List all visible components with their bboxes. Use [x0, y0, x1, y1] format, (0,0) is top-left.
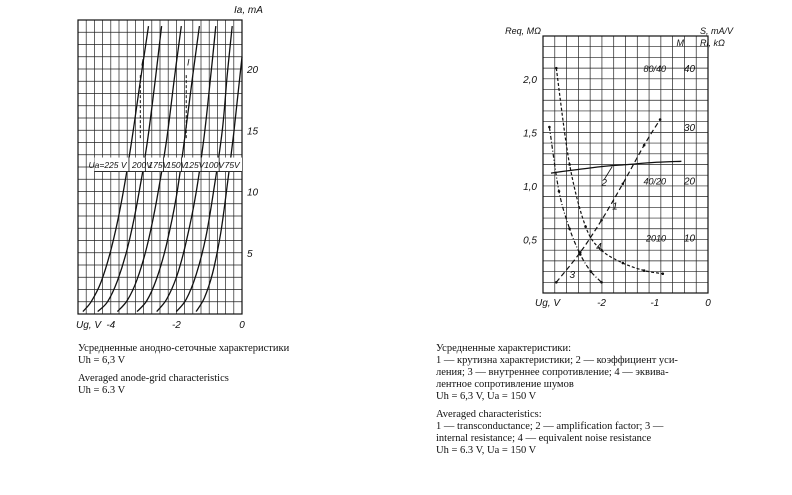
- y-axis-label: Ia, mA: [234, 5, 263, 16]
- curve-label: 150V: [166, 160, 187, 170]
- marker-label: I: [187, 57, 190, 67]
- curve-number-label: 1: [612, 201, 618, 212]
- right-tick-label: 10: [684, 233, 696, 244]
- y-tick-label: 15: [247, 126, 259, 137]
- right-tick-label: 20: [683, 177, 696, 188]
- x-tick-label: -4: [106, 320, 115, 331]
- anode-curve-2: [97, 26, 163, 313]
- left-caption-ru-title: Усредненные анодно-сеточные характеристи…: [78, 343, 290, 354]
- x-tick-label: 0: [239, 320, 245, 331]
- anode-curve-1: [82, 26, 150, 313]
- left-tick-label: 2,0: [522, 75, 537, 86]
- x-tick-label: 0: [705, 298, 711, 309]
- anode-curve-4: [136, 26, 201, 313]
- x-tick-label: -2: [597, 298, 606, 309]
- curve-point: [548, 125, 551, 129]
- averaged-curve-2: [550, 160, 682, 174]
- y-tick-label: 5: [247, 249, 253, 260]
- curve-point: [568, 227, 571, 231]
- anode-curve-3: [116, 26, 182, 313]
- anode-curve-6: [175, 26, 233, 313]
- curve-point: [600, 248, 603, 252]
- right-caption-ru-line2: ления; 3 — внутреннее сопротивление; 4 —…: [436, 367, 669, 378]
- right-tick-label: 30: [684, 123, 696, 134]
- x-axis-label: Ug, V: [76, 320, 102, 331]
- curve-point: [658, 118, 662, 121]
- left-tick-label: 1,0: [523, 182, 537, 193]
- right-combined-tick-label: 2010: [645, 233, 666, 243]
- curve-point: [557, 189, 561, 193]
- curve-label: 175V: [148, 160, 169, 170]
- left-caption-en-title: Averaged anode-grid characteristics: [78, 373, 229, 384]
- anode-curve-7: [195, 56, 243, 312]
- anode-curve-5: [156, 26, 217, 313]
- right-caption-ru-line1: 1 — крутизна характеристики; 2 — коэффиц…: [436, 355, 678, 366]
- right-caption-ru-conditions: Uh = 6,3 V, Ua = 150 V: [436, 391, 537, 402]
- averaged-curve-1: [555, 119, 661, 283]
- curve-label: Ua=225 V: [88, 160, 127, 170]
- marker-label: I: [141, 57, 144, 67]
- curve-point: [584, 225, 587, 228]
- curve-point: [642, 143, 646, 147]
- curve-point: [621, 182, 625, 186]
- curve-number-label: 3: [569, 270, 575, 281]
- curve-number-label: 2: [600, 178, 607, 189]
- right-caption-en-title: Averaged characteristics:: [436, 409, 542, 420]
- left-tick-label: 0,5: [523, 235, 537, 246]
- curve-point: [661, 272, 665, 276]
- x-axis-label: Ug, V: [535, 298, 561, 309]
- curve-point: [642, 269, 646, 272]
- curve-point: [555, 66, 558, 70]
- curve-point: [600, 218, 603, 222]
- right-combined-tick-label: 40/20: [643, 177, 666, 187]
- curve-point: [578, 251, 582, 254]
- right-axis-label: S, mA/V: [700, 26, 734, 36]
- y-tick-label: 20: [246, 65, 259, 76]
- right-axis-label-3: M: [677, 38, 685, 48]
- y-tick-label: 10: [247, 188, 259, 199]
- right-caption-ru-title: Усредненные характеристики:: [436, 343, 572, 354]
- curve-point: [621, 261, 625, 265]
- curve-point: [568, 163, 571, 166]
- left-caption-ru-heater: Uh = 6,3 V: [78, 355, 126, 366]
- curve-point: [600, 280, 603, 284]
- right-caption-en-conditions: Uh = 6.3 V, Ua = 150 V: [436, 445, 537, 456]
- curve-label: 200V: [131, 160, 153, 170]
- curve-label: 75V: [225, 160, 241, 170]
- left-caption-en-heater: Uh = 6.3 V: [78, 385, 126, 396]
- x-tick-label: -2: [172, 320, 181, 331]
- right-axis-label-2: Ri, kΩ: [700, 38, 725, 48]
- curve-number-label: 4: [596, 242, 602, 253]
- curve-point: [589, 270, 593, 273]
- averaged-curve-3: [548, 126, 602, 283]
- curve-label: 125V: [185, 160, 206, 170]
- curve-2-leader: [603, 166, 613, 180]
- right-tick-label: 40: [684, 64, 696, 75]
- right-combined-tick-label: 80/40: [643, 64, 666, 74]
- left-tick-label: 1,5: [523, 128, 537, 139]
- x-tick-label: -1: [650, 298, 659, 309]
- right-caption: Усредненные характеристики: 1 — крутизна…: [436, 343, 776, 457]
- right-caption-en-line1: 1 — transconductance; 2 — amplification …: [436, 421, 664, 432]
- curve-point: [555, 280, 558, 284]
- right-caption-en-line2: internal resistance; 4 — equivalent nois…: [436, 433, 652, 444]
- curve-label-band: [94, 157, 243, 172]
- averaged-plot-frame: [542, 35, 709, 294]
- curve-label: 100V: [204, 160, 225, 170]
- right-caption-ru-line3: лентное сопротивление шумов: [436, 379, 574, 390]
- left-caption: Усредненные анодно-сеточные характеристи…: [78, 343, 378, 397]
- curve-point: [578, 253, 582, 256]
- left-axis-label: Req, MΩ: [505, 26, 541, 36]
